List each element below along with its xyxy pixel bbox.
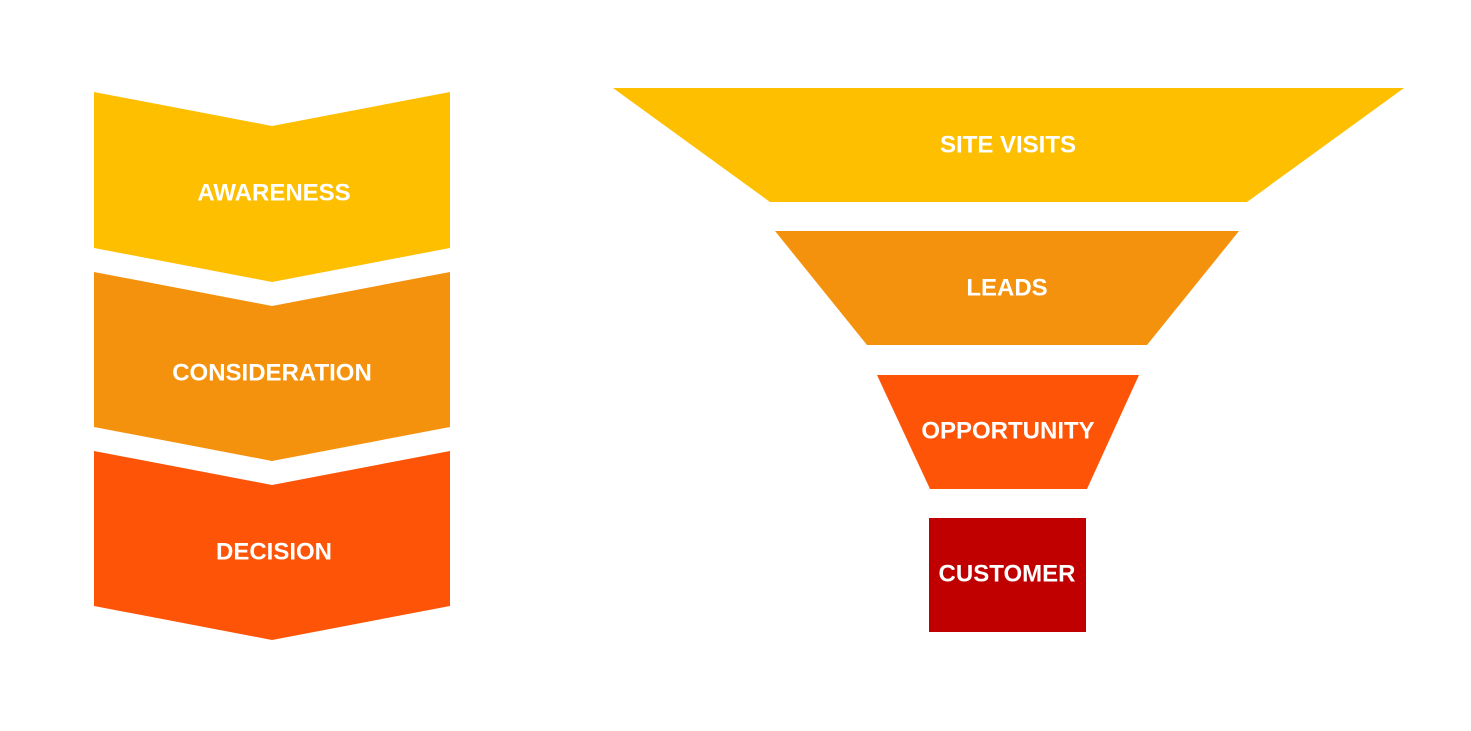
chevron-decision-label: DECISION: [216, 538, 332, 565]
chevron-consideration-label: CONSIDERATION: [172, 359, 372, 386]
funnel-site-visits: [613, 88, 1404, 202]
funnel-leads: [775, 231, 1239, 345]
chevron-awareness-label: AWARENESS: [197, 179, 350, 206]
sales-funnel: SITE VISITS LEADS OPPORTUNITY CUSTOMER: [613, 88, 1404, 632]
buyer-journey-chevrons: AWARENESS CONSIDERATION DECISION: [94, 92, 450, 640]
funnel-leads-label: LEADS: [966, 274, 1047, 301]
funnel-opportunity: [877, 375, 1139, 489]
funnel-customer-label: CUSTOMER: [939, 560, 1076, 587]
chevron-decision: [94, 451, 450, 640]
chevron-consideration: [94, 272, 450, 461]
chevron-awareness: [94, 92, 450, 282]
funnel-opportunity-label: OPPORTUNITY: [921, 417, 1094, 444]
funnel-site-visits-label: SITE VISITS: [940, 131, 1076, 158]
funnel-customer: [929, 518, 1086, 632]
